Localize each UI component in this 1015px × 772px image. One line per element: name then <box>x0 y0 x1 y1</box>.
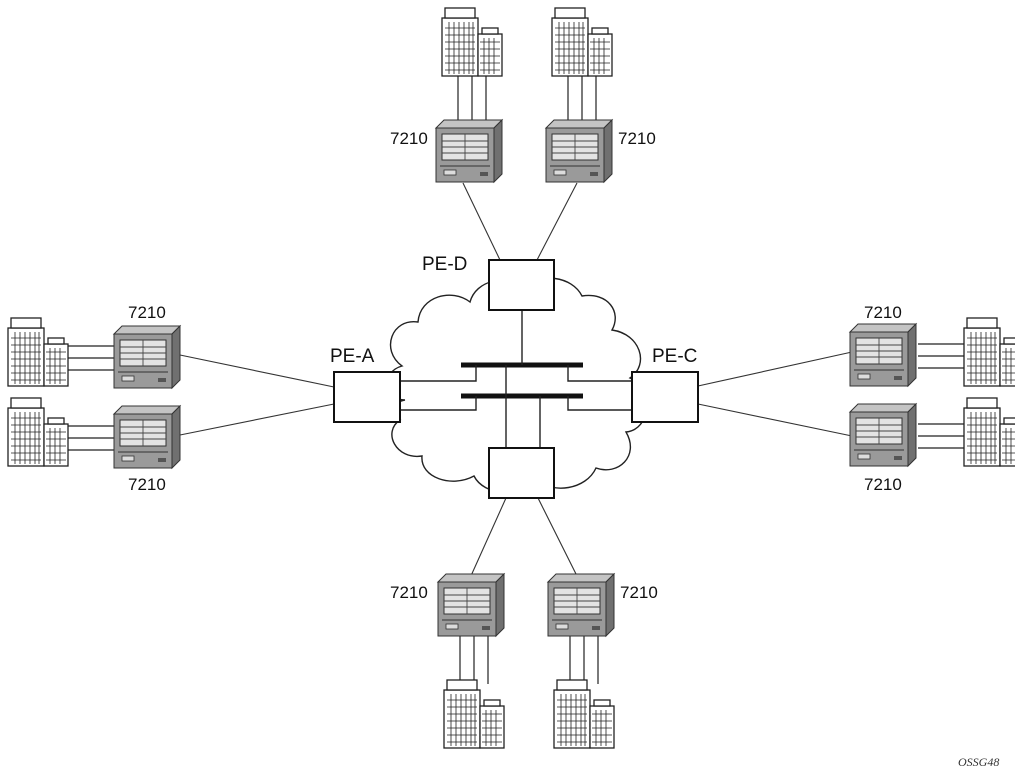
building-icon <box>8 398 68 466</box>
building-icon <box>964 318 1015 386</box>
switch-label: 7210 <box>864 303 902 322</box>
switch-7210-icon <box>850 324 916 386</box>
pe-a-label: PE-A <box>330 346 375 367</box>
switch-label: 7210 <box>618 129 656 148</box>
switch-7210-icon <box>114 406 180 468</box>
pe-c-label: PE-C <box>652 346 697 367</box>
switch-label: 7210 <box>864 475 902 494</box>
building-icon <box>552 8 612 76</box>
switch-7210-icon <box>850 404 916 466</box>
switch-7210-icon <box>436 120 502 182</box>
switch-label: 7210 <box>128 303 166 322</box>
building-icon <box>8 318 68 386</box>
switch-label: 7210 <box>128 475 166 494</box>
building-icon <box>444 680 504 748</box>
switch-7210-icon <box>114 326 180 388</box>
switch-7210-icon <box>438 574 504 636</box>
pe-b-box <box>489 448 554 498</box>
pe-a-box <box>334 372 400 422</box>
switch-7210-icon <box>548 574 614 636</box>
building-icon <box>442 8 502 76</box>
switch-label: 7210 <box>620 583 658 602</box>
building-icon <box>964 398 1015 466</box>
switch-label: 7210 <box>390 129 428 148</box>
pe-c-box <box>632 372 698 422</box>
figure-id: OSSG48 <box>958 755 999 769</box>
switch-7210-icon <box>546 120 612 182</box>
building-icon <box>554 680 614 748</box>
pe-d-box <box>489 260 554 310</box>
switch-label: 7210 <box>390 583 428 602</box>
pe-d-label: PE-D <box>422 254 467 275</box>
